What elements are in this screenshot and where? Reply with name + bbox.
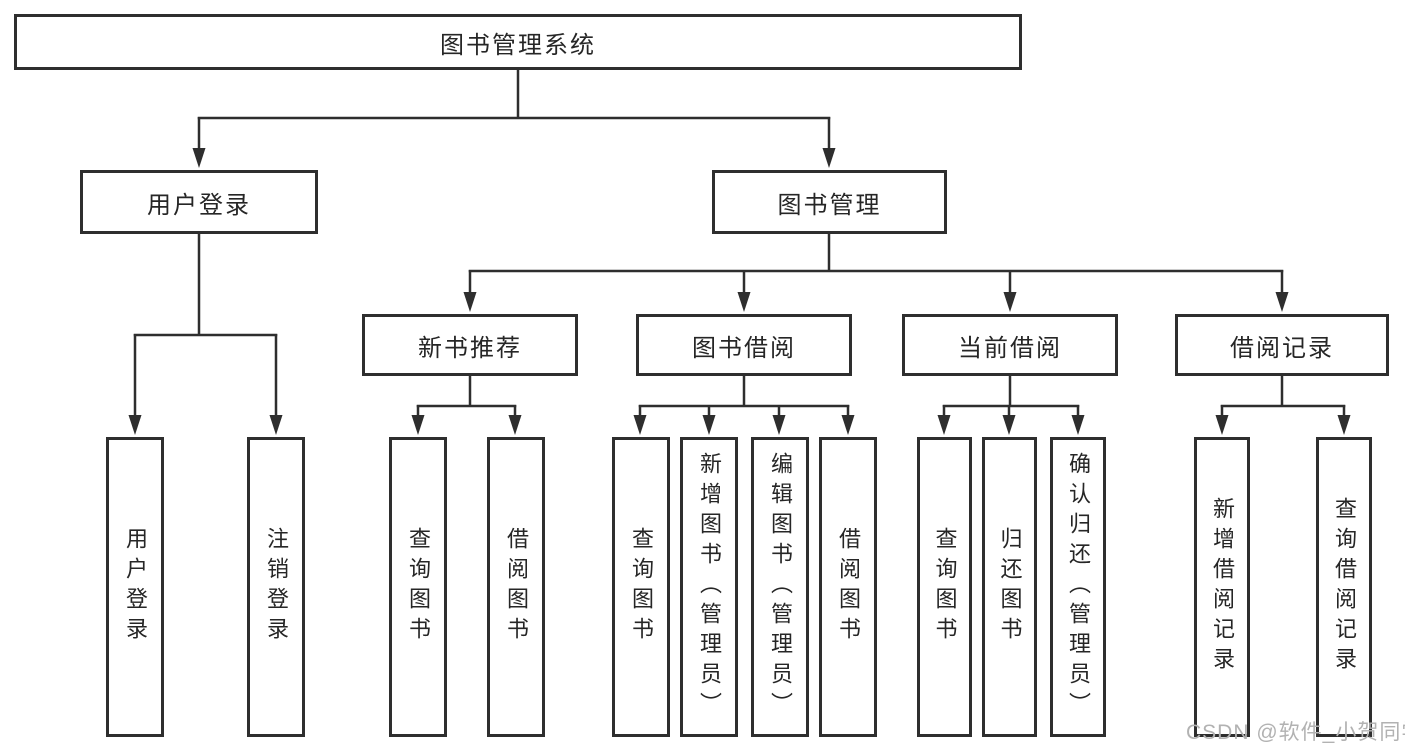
leaf-logout-label: 注销登录 [264, 527, 289, 647]
node-new-book-recommend: 新书推荐 [362, 314, 578, 376]
leaf-borrow-books-2-label: 借阅图书 [836, 527, 861, 647]
node-user-login-label: 用户登录 [147, 191, 251, 219]
leaf-return-books-label: 归还图书 [997, 527, 1023, 647]
node-root-label: 图书管理系统 [440, 31, 596, 59]
node-current-borrow-label: 当前借阅 [958, 334, 1062, 362]
node-new-book-recommend-label: 新书推荐 [418, 334, 522, 362]
leaf-edit-books-admin: 编辑图书（管理员） [751, 437, 809, 737]
watermark: CSDN @软件_小贺同学 [1186, 721, 1405, 744]
node-book-borrow-label: 图书借阅 [692, 334, 796, 362]
node-book-management-label: 图书管理 [777, 191, 882, 219]
leaf-query-books-3-label: 查询图书 [932, 527, 958, 647]
node-user-login: 用户登录 [80, 170, 318, 234]
leaf-query-borrow-record-label: 查询借阅记录 [1332, 497, 1357, 677]
leaf-query-books-3: 查询图书 [917, 437, 972, 737]
leaf-borrow-books-1-label: 借阅图书 [504, 527, 529, 647]
node-current-borrow: 当前借阅 [902, 314, 1118, 376]
leaf-return-books: 归还图书 [982, 437, 1037, 737]
leaf-query-borrow-record: 查询借阅记录 [1316, 437, 1372, 737]
leaf-query-books-1: 查询图书 [389, 437, 447, 737]
leaf-logout: 注销登录 [247, 437, 305, 737]
node-book-management: 图书管理 [712, 170, 947, 234]
leaf-borrow-books-2: 借阅图书 [819, 437, 877, 737]
leaf-query-books-1-label: 查询图书 [406, 527, 431, 647]
node-root: 图书管理系统 [14, 14, 1022, 70]
leaf-confirm-return-admin-label: 确认归还（管理员） [1066, 452, 1091, 722]
leaf-user-login-label: 用户登录 [123, 527, 148, 647]
leaf-borrow-books-1: 借阅图书 [487, 437, 545, 737]
leaf-add-borrow-record: 新增借阅记录 [1194, 437, 1250, 737]
node-borrow-records-label: 借阅记录 [1230, 334, 1334, 362]
leaf-user-login: 用户登录 [106, 437, 164, 737]
leaf-add-borrow-record-label: 新增借阅记录 [1210, 497, 1235, 677]
arrowheads [128, 148, 1351, 435]
leaf-edit-books-admin-label: 编辑图书（管理员） [768, 452, 793, 722]
leaf-query-books-2: 查询图书 [612, 437, 670, 737]
leaf-add-books-admin-label: 新增图书（管理员） [697, 452, 722, 722]
leaf-confirm-return-admin: 确认归还（管理员） [1050, 437, 1106, 737]
node-borrow-records: 借阅记录 [1175, 314, 1389, 376]
leaf-query-books-2-label: 查询图书 [629, 527, 654, 647]
leaf-add-books-admin: 新增图书（管理员） [680, 437, 738, 737]
node-book-borrow: 图书借阅 [636, 314, 852, 376]
